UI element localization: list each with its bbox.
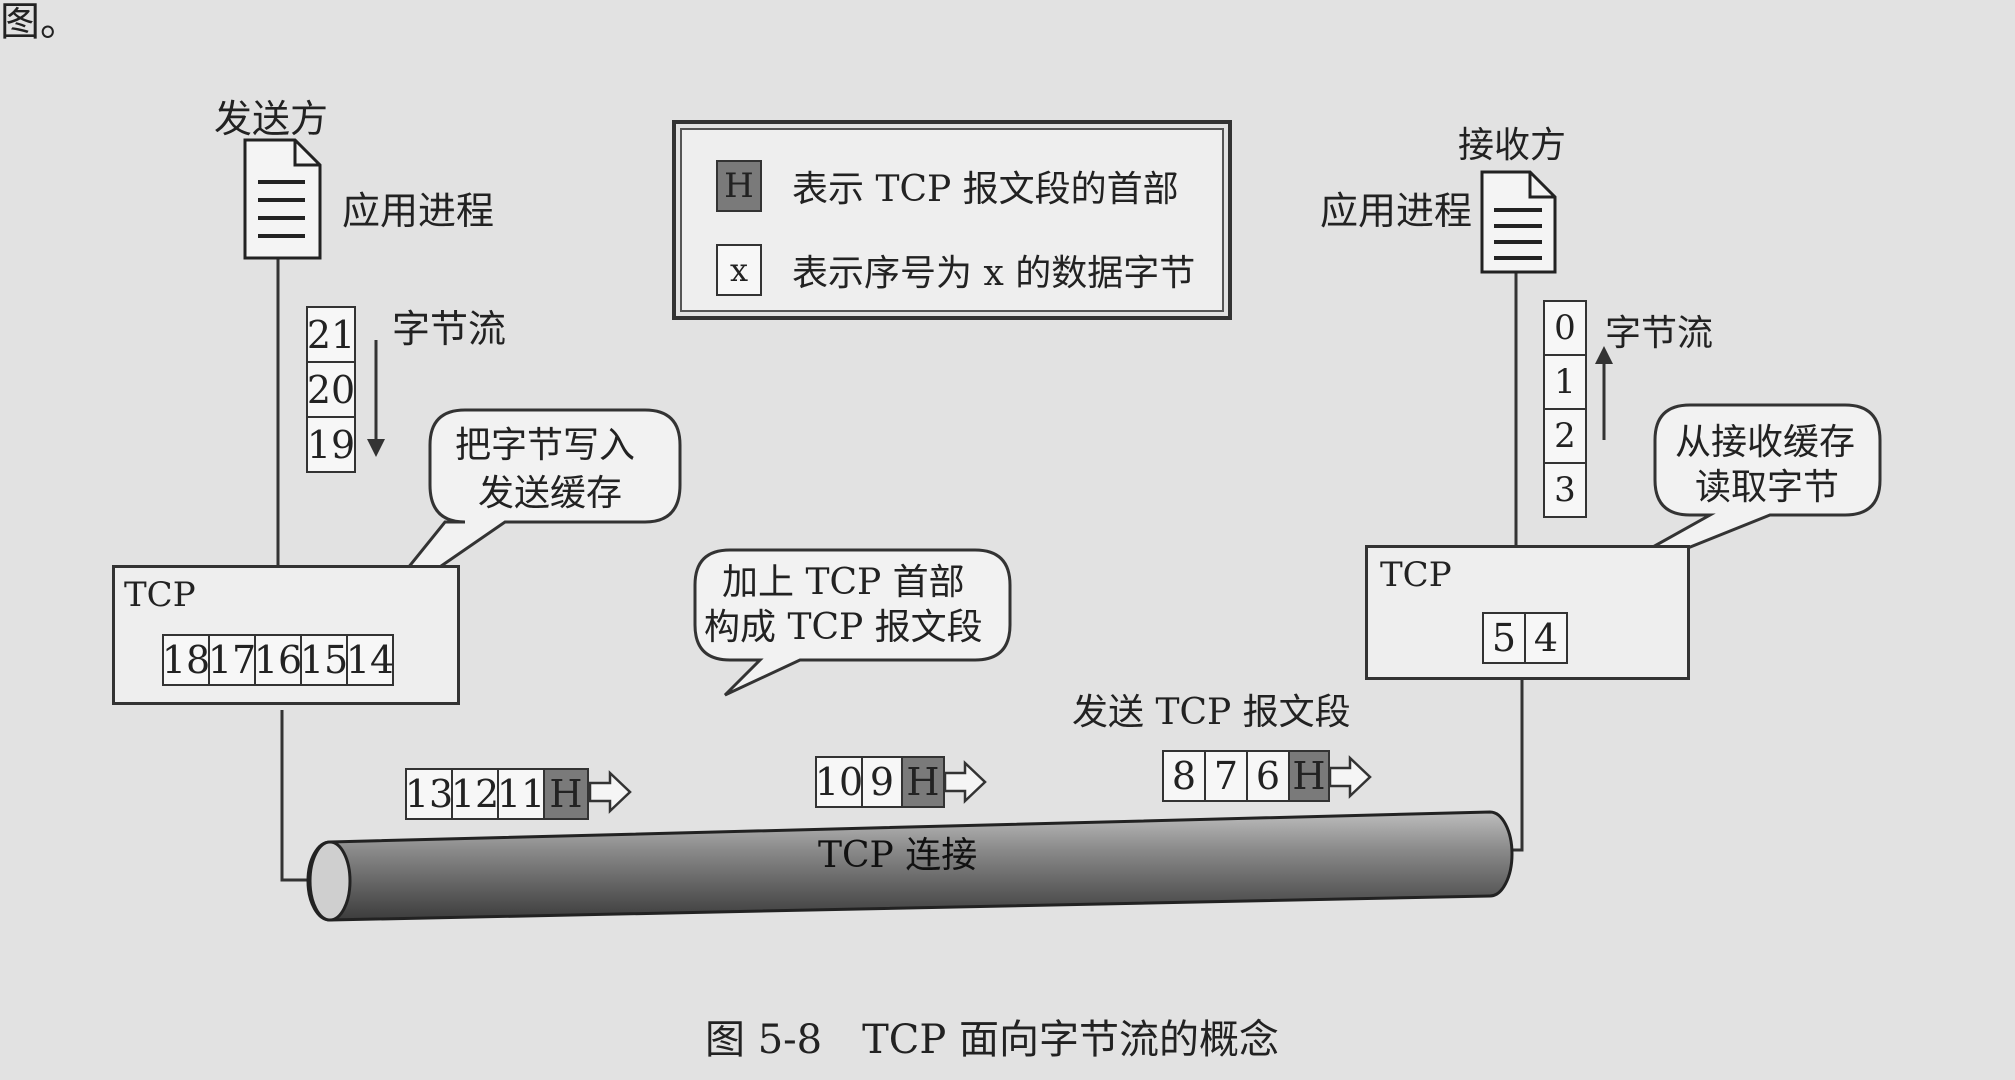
receiver-byte-stream-label: 字节流 xyxy=(1605,313,1714,354)
sender-label: 发送方 xyxy=(214,97,329,141)
segment-byte: 13 xyxy=(405,768,453,820)
receiver-stream-byte: 2 xyxy=(1543,408,1587,464)
segment-byte: 10 xyxy=(815,756,863,808)
tcp-segment: 8 7 6 H xyxy=(1162,750,1330,802)
middle-callout-line-1: 加上 TCP 首部 xyxy=(722,562,965,603)
pipe-left-end xyxy=(308,840,352,922)
segment-byte: 11 xyxy=(497,768,545,820)
figure-caption: 图 5-8 TCP 面向字节流的概念 xyxy=(705,1017,1280,1063)
legend-header-text: 表示 TCP 报文段的首部 xyxy=(792,169,1179,210)
segment-1-arrow xyxy=(588,770,632,814)
send-segment-label: 发送 TCP 报文段 xyxy=(1072,692,1351,733)
tcp-connection-pipe xyxy=(306,810,1514,922)
sender-byte-stream-label: 字节流 xyxy=(392,307,507,351)
sender-byte-stream: 21 20 19 xyxy=(306,306,356,476)
segment-byte: 9 xyxy=(861,756,903,808)
sender-stream-byte: 20 xyxy=(306,361,356,418)
segment-header: H xyxy=(543,768,589,820)
legend-box xyxy=(672,120,1232,320)
middle-callout-bubble xyxy=(693,548,1012,697)
receiver-stream-byte: 3 xyxy=(1543,462,1587,518)
send-buffer-byte: 15 xyxy=(300,634,348,686)
receiver-pipe-line xyxy=(1505,680,1524,852)
segment-header: H xyxy=(1288,750,1330,802)
segment-byte: 6 xyxy=(1246,750,1290,802)
receiver-callout-line-2: 读取字节 xyxy=(1695,467,1840,508)
sender-callout-line-1: 把字节写入 xyxy=(455,425,636,466)
segment-byte: 8 xyxy=(1162,750,1206,802)
receiver-app-process: 应用进程 xyxy=(1320,189,1473,233)
tcp-connection-label: TCP 连接 xyxy=(818,835,978,876)
segment-header: H xyxy=(901,756,945,808)
segment-byte: 12 xyxy=(451,768,499,820)
receiver-stream-byte: 1 xyxy=(1543,354,1587,410)
send-buffer-byte: 14 xyxy=(346,634,394,686)
send-buffer-byte: 17 xyxy=(208,634,256,686)
sender-stream-byte: 19 xyxy=(306,416,356,473)
send-buffer-byte: 18 xyxy=(162,634,210,686)
segment-byte: 7 xyxy=(1204,750,1248,802)
receiver-callout-line-1: 从接收缓存 xyxy=(1675,422,1856,463)
segment-3-arrow xyxy=(1328,755,1372,799)
receiver-tcp-label: TCP xyxy=(1380,555,1452,595)
receiver-stream-byte: 0 xyxy=(1543,300,1587,356)
receive-buffer-byte: 4 xyxy=(1524,612,1568,664)
tcp-segment: 13 12 11 H xyxy=(405,768,589,820)
sender-send-buffer: 18 17 16 15 14 xyxy=(162,634,394,686)
legend-byte-text: 表示序号为 x 的数据字节 xyxy=(792,253,1196,294)
sender-callout-line-2: 发送缓存 xyxy=(478,473,623,514)
segment-2-arrow xyxy=(943,760,987,804)
sender-stream-byte: 21 xyxy=(306,306,356,363)
page-top-text: 图。 xyxy=(0,0,80,45)
receiver-label: 接收方 xyxy=(1458,125,1567,166)
middle-callout-line-2: 构成 TCP 报文段 xyxy=(704,607,983,648)
sender-tcp-label: TCP xyxy=(124,575,196,615)
receiver-buffer: 5 4 xyxy=(1482,612,1568,664)
legend-byte-symbol: x xyxy=(716,244,762,296)
tcp-segment: 10 9 H xyxy=(815,756,945,808)
sender-app-process: 应用进程 xyxy=(342,189,495,233)
send-buffer-byte: 16 xyxy=(254,634,302,686)
legend-header-symbol: H xyxy=(716,160,762,212)
receive-buffer-byte: 5 xyxy=(1482,612,1526,664)
receiver-byte-stream: 0 1 2 3 xyxy=(1543,300,1587,518)
